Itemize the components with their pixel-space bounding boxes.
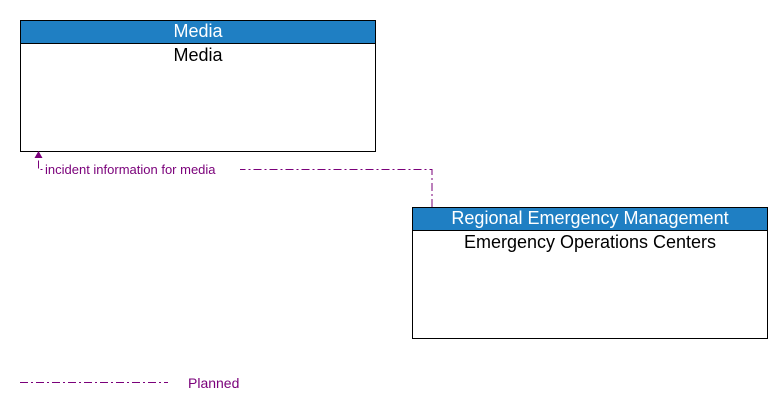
arrowhead-up-icon bbox=[34, 151, 43, 158]
flow-label-backdrop bbox=[44, 161, 240, 178]
emergency-operations-centers-node-name: Emergency Operations Centers bbox=[463, 232, 717, 252]
flow-incident-information-for-media: incident information for media bbox=[34, 151, 433, 207]
legend-planned-label: Planned bbox=[188, 375, 240, 391]
flow-line bbox=[38, 158, 433, 207]
media-node-header: Media bbox=[21, 21, 375, 44]
flow-label: incident information for media bbox=[45, 162, 216, 177]
emergency-operations-centers-node-header: Regional Emergency Management bbox=[413, 208, 767, 231]
media-node-name: Media bbox=[173, 45, 223, 65]
emergency-operations-centers-node: Regional Emergency Management Emergency … bbox=[412, 207, 768, 339]
media-node: Media Media bbox=[20, 20, 376, 152]
